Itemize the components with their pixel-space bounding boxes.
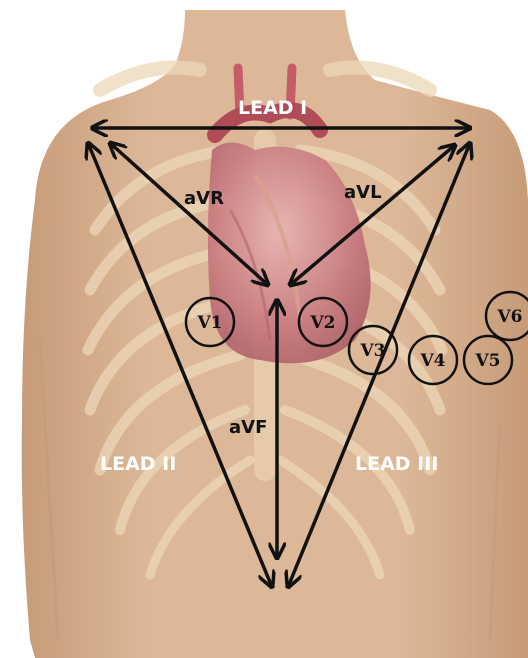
avr-label: aVR xyxy=(184,188,224,209)
lead-i-label: LEAD I xyxy=(238,97,307,119)
electrode-v1-label: V1 xyxy=(196,313,222,333)
electrode-v3-label: V3 xyxy=(359,341,385,361)
avl-label: aVL xyxy=(344,182,382,203)
electrode-v2-label: V2 xyxy=(309,313,335,333)
electrode-v6-label: V6 xyxy=(496,307,522,327)
electrode-v5-label: V5 xyxy=(474,351,500,371)
lead-iii-label: LEAD III xyxy=(355,453,438,475)
lead-ii-label: LEAD II xyxy=(100,453,176,475)
electrode-v4-label: V4 xyxy=(419,351,445,371)
avf-label: aVF xyxy=(229,417,267,438)
